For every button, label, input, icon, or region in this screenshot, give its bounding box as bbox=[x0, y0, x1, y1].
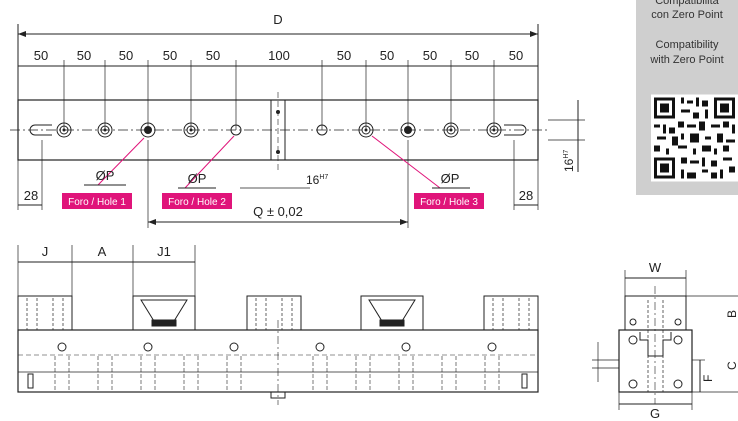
svg-text:Foro / Hole 1: Foro / Hole 1 bbox=[68, 197, 126, 208]
slot-height-label: 16H7 bbox=[562, 150, 576, 172]
dim-spacing-5: 50 bbox=[206, 48, 220, 63]
hole-tag-3: Foro / Hole 3 bbox=[414, 193, 484, 209]
svg-text:Foro / Hole 3: Foro / Hole 3 bbox=[420, 197, 478, 208]
compat-en-line1: Compatibility bbox=[655, 39, 719, 51]
svg-text:Foro / Hole 2: Foro / Hole 2 bbox=[168, 197, 226, 208]
dim-spacing-9: 50 bbox=[423, 48, 437, 63]
dim-spacing-3: 50 bbox=[119, 48, 133, 63]
compat-it-line1: Compatibilità bbox=[655, 0, 719, 7]
dim-a: A bbox=[98, 244, 107, 259]
dim-b: B bbox=[725, 310, 738, 318]
phi-p-3: ØP bbox=[441, 171, 460, 186]
dim-g: G bbox=[650, 406, 660, 421]
dim-spacing-1: 50 bbox=[34, 48, 48, 63]
dim-w: W bbox=[649, 260, 662, 275]
dim-c: C bbox=[725, 361, 738, 370]
qr-code-icon[interactable] bbox=[651, 92, 738, 184]
dim-edge-right: 28 bbox=[519, 188, 533, 203]
hole-tag-1: Foro / Hole 1 bbox=[62, 193, 132, 209]
q-dim-label: Q ± 0,02 bbox=[253, 204, 303, 219]
phi-p-1: ØP bbox=[96, 168, 115, 183]
dim-j: J bbox=[42, 244, 49, 259]
dim-spacing-2: 50 bbox=[77, 48, 91, 63]
dim-spacing-11: 50 bbox=[509, 48, 523, 63]
phi-p-2: ØP bbox=[188, 171, 207, 186]
hole-tag-2: Foro / Hole 2 bbox=[162, 193, 232, 209]
slot-width-label: 16H7 bbox=[306, 173, 328, 187]
compat-en-line2: with Zero Point bbox=[650, 54, 724, 66]
compat-it-line2: con Zero Point bbox=[651, 9, 723, 21]
dim-spacing-10: 50 bbox=[465, 48, 479, 63]
dim-spacing-4: 50 bbox=[163, 48, 177, 63]
dim-d: D bbox=[273, 12, 282, 27]
dim-f: F bbox=[701, 375, 715, 382]
dim-j1: J1 bbox=[157, 244, 171, 259]
dim-spacing-7: 50 bbox=[337, 48, 351, 63]
dim-spacing-8: 50 bbox=[380, 48, 394, 63]
dim-edge-left: 28 bbox=[24, 188, 38, 203]
dim-spacing-6: 100 bbox=[268, 48, 290, 63]
